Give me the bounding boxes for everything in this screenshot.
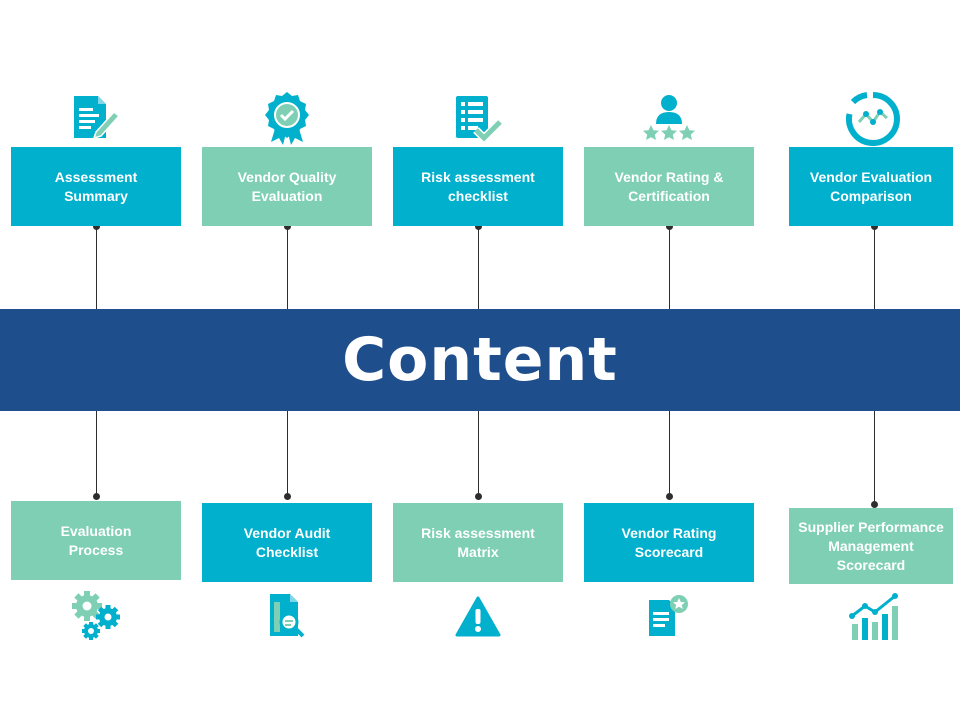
- growth-chart-icon: [849, 593, 898, 640]
- box-label: Risk assessment checklist: [421, 168, 535, 204]
- connector-dot: [871, 501, 878, 508]
- box-label: Risk assessment Matrix: [421, 524, 535, 560]
- checklist-icon: [456, 96, 502, 142]
- box-label: Supplier Performance Management Scorecar…: [798, 518, 944, 573]
- box-vendor-rating-scorecard[interactable]: Vendor Rating Scorecard: [584, 503, 754, 582]
- connector-dot: [666, 223, 673, 230]
- box-label: Evaluation Process: [60, 522, 132, 558]
- warning-icon: [455, 596, 501, 637]
- box-vendor-evaluation-comparison[interactable]: Vendor Evaluation Comparison: [789, 147, 953, 226]
- box-label: Vendor Evaluation Comparison: [809, 168, 933, 204]
- box-assessment-summary[interactable]: Assessment Summary: [11, 147, 181, 226]
- banner-title: Content: [342, 325, 618, 395]
- document-star-icon: [649, 595, 688, 636]
- user-rating-icon: [643, 95, 695, 140]
- connector-dot: [93, 493, 100, 500]
- box-risk-assessment-matrix[interactable]: Risk assessment Matrix: [393, 503, 563, 582]
- box-label: Vendor Audit Checklist: [243, 524, 331, 560]
- quality-badge-icon: [265, 92, 309, 145]
- connector-dot: [284, 223, 291, 230]
- connector-dot: [475, 493, 482, 500]
- connector-dot: [284, 493, 291, 500]
- analytics-circle-icon: [845, 92, 900, 146]
- gears-icon: [72, 591, 120, 640]
- box-risk-assessment-checklist[interactable]: Risk assessment checklist: [393, 147, 563, 226]
- document-search-icon: [270, 594, 305, 638]
- connector-dot: [666, 493, 673, 500]
- box-supplier-performance-scorecard[interactable]: Supplier Performance Management Scorecar…: [789, 508, 953, 584]
- connector-dot: [475, 223, 482, 230]
- box-evaluation-process[interactable]: Evaluation Process: [11, 501, 181, 580]
- content-banner: Content: [0, 309, 960, 411]
- box-vendor-rating-certification[interactable]: Vendor Rating & Certification: [584, 147, 754, 226]
- document-edit-icon: [74, 96, 121, 140]
- box-label: Vendor Rating Scorecard: [621, 524, 717, 560]
- connector-dot: [871, 223, 878, 230]
- box-vendor-audit-checklist[interactable]: Vendor Audit Checklist: [202, 503, 372, 582]
- box-vendor-quality-evaluation[interactable]: Vendor Quality Evaluation: [202, 147, 372, 226]
- box-label: Assessment Summary: [54, 168, 138, 204]
- connector-dot: [93, 223, 100, 230]
- box-label: Vendor Rating & Certification: [614, 168, 724, 204]
- box-label: Vendor Quality Evaluation: [237, 168, 337, 204]
